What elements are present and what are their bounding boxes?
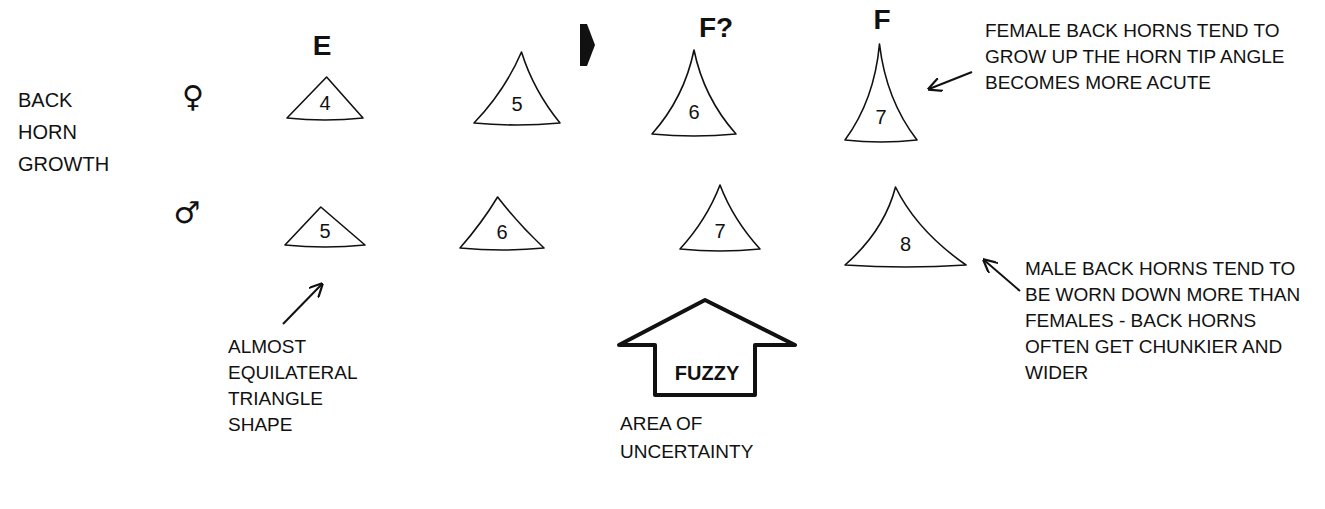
- arrow-label: FUZZY: [675, 361, 739, 385]
- triangle-outline: [652, 50, 736, 136]
- column-header: E: [300, 30, 344, 62]
- leader-arrow: [283, 284, 322, 324]
- leader-arrow: [984, 260, 1020, 291]
- uncertainty-arrow: FUZZY: [615, 296, 799, 398]
- column-header: F: [860, 4, 904, 36]
- sex-symbol: ♀: [176, 80, 210, 114]
- horn-triangle: 7: [843, 42, 919, 142]
- horn-triangle: 6: [650, 48, 738, 136]
- annotation-note: ALMOST EQUILATERAL TRIANGLE SHAPE: [228, 334, 368, 438]
- row-title: BACK HORN GROWTH: [18, 84, 112, 180]
- horn-triangle: 5: [472, 50, 562, 125]
- annotation-note: MALE BACK HORNS TEND TO BE WORN DOWN MOR…: [1025, 256, 1310, 386]
- direction-arrow: [580, 24, 595, 66]
- triangle-outline: [285, 207, 365, 247]
- annotation-note: FEMALE BACK HORNS TEND TO GROW UP THE HO…: [985, 18, 1285, 96]
- triangle-outline: [680, 185, 760, 251]
- age-number: 5: [511, 92, 522, 116]
- triangle-outline: [460, 197, 544, 250]
- leader-arrow: [929, 72, 972, 89]
- age-number: 7: [714, 219, 725, 243]
- triangle-outline: [845, 187, 966, 267]
- age-number: 7: [875, 105, 886, 129]
- age-number: 4: [319, 91, 330, 115]
- horn-triangle: 8: [843, 185, 968, 267]
- age-number: 6: [496, 220, 507, 244]
- age-number: 6: [688, 100, 699, 124]
- horn-triangle: 7: [678, 183, 762, 251]
- triangle-outline: [287, 77, 363, 120]
- horn-triangle: 5: [283, 205, 367, 247]
- age-number: 8: [900, 232, 911, 256]
- horn-triangle: 4: [285, 75, 365, 120]
- column-header: F?: [686, 12, 746, 44]
- annotation-note: AREA OF UNCERTAINTY: [620, 410, 800, 466]
- sex-symbol: ♂: [170, 196, 204, 230]
- triangle-outline: [474, 52, 560, 125]
- triangle-outline: [845, 44, 917, 142]
- age-number: 5: [319, 219, 330, 243]
- horn-triangle: 6: [458, 195, 546, 250]
- arrow-outline: [619, 300, 795, 395]
